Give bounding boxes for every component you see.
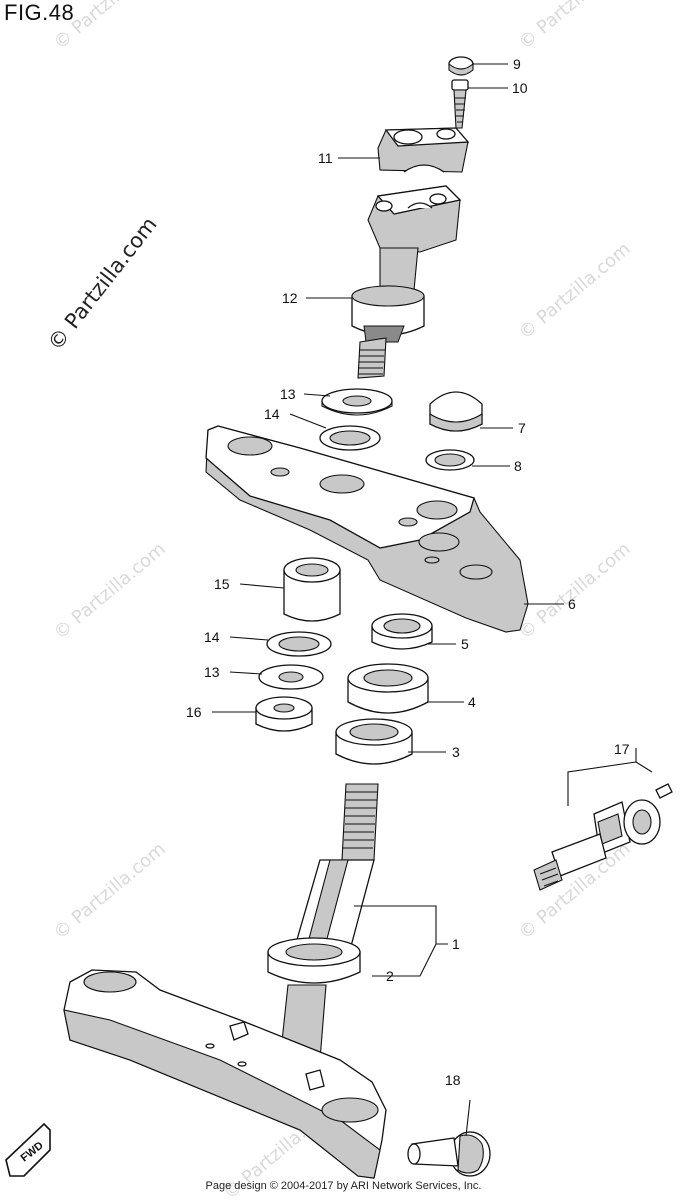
callout-8: 8 [514, 458, 522, 474]
callout-12: 12 [282, 290, 298, 306]
callout-14-upper: 14 [264, 406, 280, 422]
callout-2: 2 [386, 968, 394, 984]
callout-3: 3 [452, 744, 460, 760]
callout-14-lower: 14 [204, 629, 220, 645]
part-8-washer [425, 449, 475, 471]
part-11-handlebar-clamp-upper [377, 127, 470, 173]
watermark-faint-2: © Partzilla.com [515, 0, 635, 54]
callout-5: 5 [461, 636, 469, 652]
part-6-steering-stem-upper-bracket [205, 425, 529, 633]
callout-15: 15 [214, 576, 230, 592]
figure-title: FIG.48 [4, 0, 75, 25]
callout-1: 1 [452, 936, 460, 952]
part-15-spacer [283, 557, 341, 622]
callout-13-lower: 13 [204, 664, 220, 680]
callout-10: 10 [512, 80, 528, 96]
part-10-bolt [451, 79, 469, 129]
leader-lines [212, 63, 653, 1137]
fwd-direction-badge: FWD [5, 1122, 51, 1177]
part-13-washer-lower [258, 664, 324, 690]
part-18-bolt [407, 1131, 491, 1177]
callout-7: 7 [518, 420, 526, 436]
callout-11: 11 [318, 150, 333, 166]
watermark-faint-6: © Partzilla.com [50, 838, 170, 943]
callout-18: 18 [445, 1072, 461, 1088]
part-14-washer-lower [266, 631, 332, 657]
part-7-cap-nut [429, 391, 483, 432]
watermark-faint-5: © Partzilla.com [515, 538, 635, 643]
callout-17: 17 [614, 741, 630, 757]
part-3-bearing [335, 718, 413, 765]
callout-9: 9 [513, 56, 521, 72]
callout-13-upper: 13 [280, 386, 296, 402]
part-12-handlebar-holder [351, 185, 462, 379]
watermark-main: © Partzilla.com [43, 213, 162, 355]
part-14-washer-upper [319, 425, 381, 451]
part-9-cap [448, 56, 474, 76]
watermark-faint-4: © Partzilla.com [50, 538, 170, 643]
part-16-nut [255, 696, 313, 732]
callout-6: 6 [568, 596, 576, 612]
callout-4: 4 [468, 694, 476, 710]
callout-16: 16 [186, 704, 202, 720]
part-17-steering-lock-set [533, 783, 673, 891]
part-5-steering-stem-nut [371, 613, 433, 650]
callout-labels: 9 10 11 12 13 14 7 8 6 15 5 14 13 4 16 3… [186, 56, 630, 1088]
watermark-faint-3: © Partzilla.com [515, 238, 635, 343]
part-13-washer-upper [321, 388, 393, 416]
part-4-dust-seal [347, 663, 429, 714]
part-1-steering-stem-lower [63, 783, 387, 1179]
page-footer-credit: Page design © 2004-2017 by ARI Network S… [205, 1180, 482, 1192]
